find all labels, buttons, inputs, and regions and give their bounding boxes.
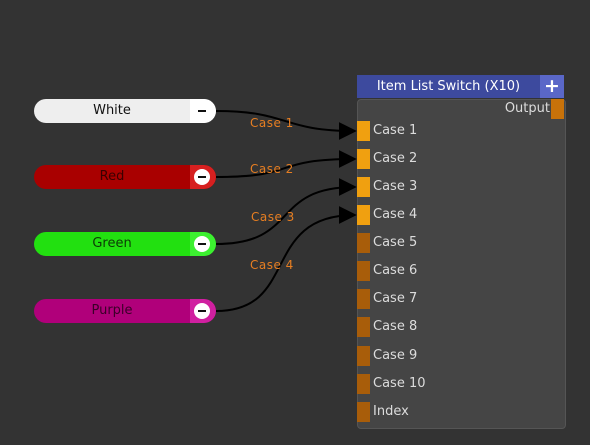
input-node-white[interactable]: White <box>34 99 216 123</box>
case-label: Case 1 <box>373 123 418 138</box>
case-label: Case 7 <box>373 291 418 306</box>
case-row: Case 9 <box>357 346 507 366</box>
minus-icon <box>194 303 210 319</box>
wire-label: Case 4 <box>250 258 294 272</box>
wire-green-case3[interactable] <box>215 178 357 245</box>
minus-icon <box>194 169 210 185</box>
case-label: Case 6 <box>373 263 418 278</box>
input-node-red[interactable]: Red <box>34 165 216 189</box>
input-port[interactable] <box>357 374 370 394</box>
switch-node-body[interactable] <box>357 99 566 429</box>
remove-button[interactable] <box>190 165 216 189</box>
input-port[interactable] <box>357 402 370 422</box>
case-row: Case 3 <box>357 177 507 197</box>
case-label: Case 8 <box>373 319 418 334</box>
wire-red-case2[interactable] <box>215 150 357 178</box>
input-node-purple[interactable]: Purple <box>34 299 216 323</box>
case-label: Case 4 <box>373 207 418 222</box>
wire-white-case1[interactable] <box>215 110 357 140</box>
case-label: Case 2 <box>373 151 418 166</box>
plus-icon: + <box>544 75 560 97</box>
wire-purple-case4[interactable] <box>215 206 357 312</box>
index-row: Index <box>357 402 507 422</box>
input-node-green[interactable]: Green <box>34 232 216 256</box>
input-port[interactable] <box>357 149 370 169</box>
input-node-label: Red <box>99 169 125 184</box>
input-port[interactable] <box>357 261 370 281</box>
input-port[interactable] <box>357 177 370 197</box>
input-port[interactable] <box>357 289 370 309</box>
output-port[interactable] <box>551 99 564 119</box>
case-label: Case 10 <box>373 376 426 391</box>
input-port[interactable] <box>357 346 370 366</box>
node-title: Item List Switch (X10) <box>376 79 521 94</box>
case-row: Case 5 <box>357 233 507 253</box>
add-case-button[interactable]: + <box>540 75 564 98</box>
case-label: Case 5 <box>373 235 418 250</box>
case-row: Case 2 <box>357 149 507 169</box>
index-label: Index <box>373 404 409 419</box>
input-port[interactable] <box>357 233 370 253</box>
input-node-label: Green <box>92 236 132 251</box>
remove-button[interactable] <box>190 299 216 323</box>
input-node-label: White <box>93 103 131 118</box>
remove-button[interactable] <box>190 99 216 123</box>
input-port[interactable] <box>357 205 370 225</box>
case-row: Case 1 <box>357 121 507 141</box>
minus-icon <box>194 103 210 119</box>
case-row: Case 4 <box>357 205 507 225</box>
wire-label: Case 1 <box>250 116 294 130</box>
wire-label: Case 2 <box>250 162 294 176</box>
case-label: Case 3 <box>373 179 418 194</box>
wire-label: Case 3 <box>251 210 295 224</box>
input-node-label: Purple <box>91 303 133 318</box>
case-label: Case 9 <box>373 348 418 363</box>
output-label: Output <box>504 101 550 116</box>
case-row: Case 8 <box>357 317 507 337</box>
case-row: Case 6 <box>357 261 507 281</box>
minus-icon <box>194 236 210 252</box>
input-port[interactable] <box>357 121 370 141</box>
case-row: Case 7 <box>357 289 507 309</box>
switch-node-header[interactable]: Item List Switch (X10) + <box>357 75 564 98</box>
case-row: Case 10 <box>357 374 507 394</box>
remove-button[interactable] <box>190 232 216 256</box>
input-port[interactable] <box>357 317 370 337</box>
